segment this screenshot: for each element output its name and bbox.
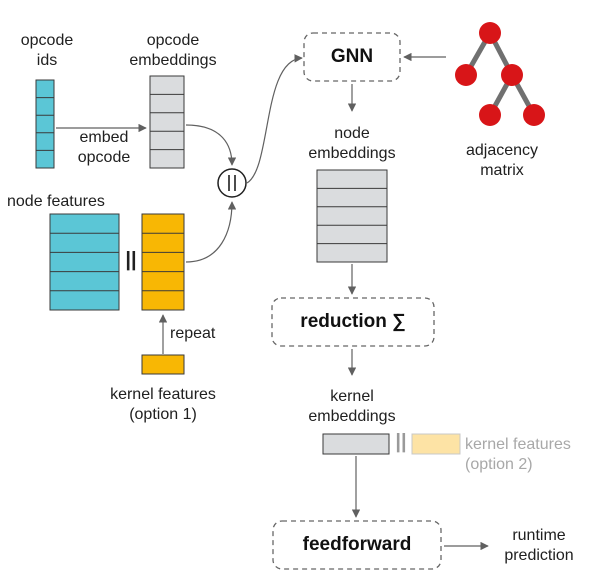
opcode-ids-label: opcode ids xyxy=(20,32,74,69)
graph-node xyxy=(455,64,477,86)
features-to-concat-curve xyxy=(185,201,237,263)
node-features-label: node features xyxy=(7,193,105,210)
node-features-stack xyxy=(49,213,120,311)
concat-symbol-2: || xyxy=(395,431,407,453)
runtime-prediction-label: runtime prediction xyxy=(504,527,574,564)
feedforward-box xyxy=(272,520,442,570)
graph-node xyxy=(501,64,523,86)
gnn-label: GNN xyxy=(330,46,374,67)
graph-node xyxy=(479,104,501,126)
repeat-label: repeat xyxy=(170,325,216,342)
kernel-features-repeated-stack xyxy=(141,213,185,311)
kernel-features-option2-bar xyxy=(411,433,461,455)
reduction-label: reduction ∑ xyxy=(300,311,406,332)
node-embeddings-label: node embeddings xyxy=(308,125,396,162)
opcode-embeddings-stack xyxy=(149,75,185,169)
kernel-embeddings-bar xyxy=(322,433,390,455)
opcode-embeddings-label: opcode embeddings xyxy=(129,32,217,69)
concat-symbol: || xyxy=(125,249,137,271)
concat-circle xyxy=(217,168,247,198)
adjacency-graph xyxy=(455,22,545,126)
kernel-features-option1-label: kernel features (option 1) xyxy=(110,386,216,423)
kernel-features-option2-label: kernel features (option 2) xyxy=(465,436,571,473)
node-embeddings-stack xyxy=(316,169,388,263)
reduction-box xyxy=(271,297,435,347)
gnn-box xyxy=(303,32,401,82)
graph-node xyxy=(479,22,501,44)
feedforward-label: feedforward xyxy=(302,534,412,555)
graph-node xyxy=(523,104,545,126)
embed-opcode-label: embed opcode xyxy=(77,129,131,166)
kernel-embeddings-label: kernel embeddings xyxy=(308,388,396,425)
kernel-features-option1-block xyxy=(141,354,185,375)
opcode-to-concat-curve xyxy=(185,124,237,166)
adjacency-matrix-label: adjacency matrix xyxy=(465,142,539,179)
opcode-ids-stack xyxy=(35,79,55,169)
concat-to-gnn-curve xyxy=(246,54,303,184)
